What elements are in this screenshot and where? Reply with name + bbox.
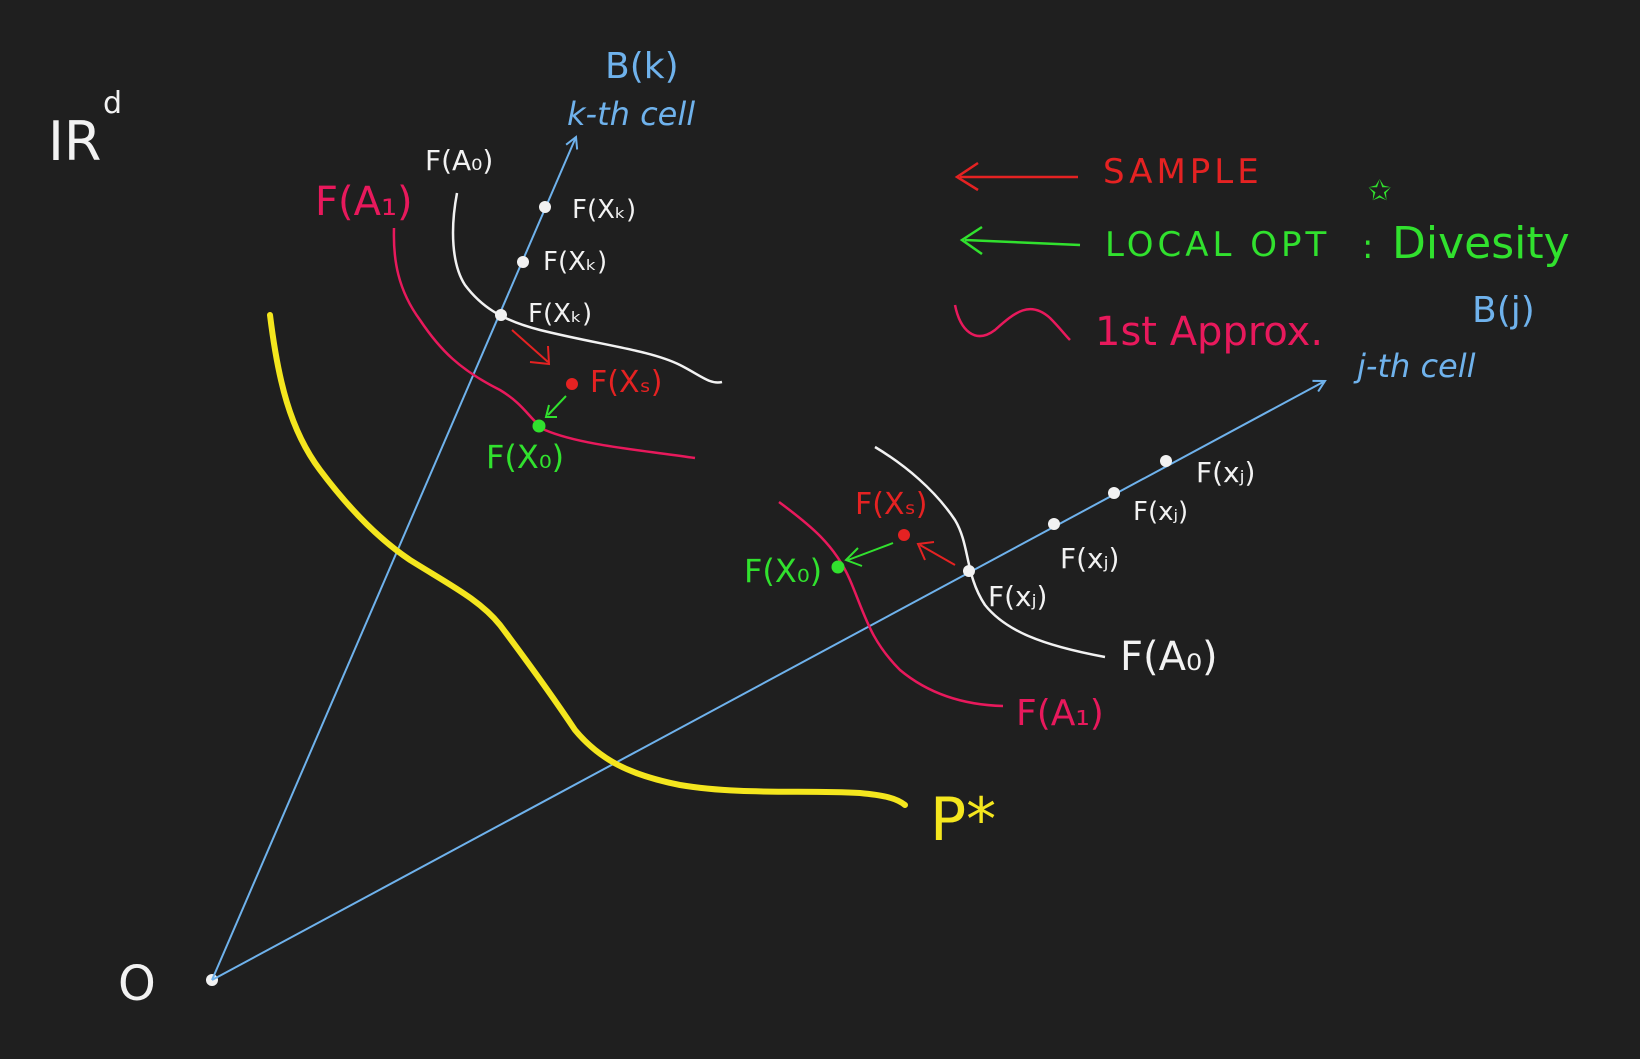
axis-j-direction — [211, 381, 1325, 981]
legend-sample-label: SAMPLE — [1103, 152, 1263, 192]
legend-local-opt-arrowhead — [959, 225, 983, 256]
cell-j-x0-label: F(X₀) — [744, 552, 822, 590]
cell-j-f-a1-curve — [778, 500, 1004, 708]
cell-k-sample-arrow — [511, 329, 551, 366]
cell-k-xs-label: F(Xₛ) — [590, 365, 662, 400]
space-label: IR — [48, 110, 101, 173]
cell-j-f-a1-label: F(A₁) — [1016, 693, 1104, 734]
legend-diversity-label: Divesity — [1392, 218, 1570, 269]
cell-j-xj-label-2: F(xⱼ) — [1133, 497, 1188, 527]
cell-k-f-a0-curve — [451, 192, 723, 384]
cell-k-f-a1-curve — [392, 227, 696, 460]
axis-k-direction — [211, 137, 576, 981]
cell-j-x0-point — [831, 560, 845, 574]
cell-j-f-a0-label: F(A₀) — [1120, 634, 1218, 680]
cell-j-f-a0-curve — [874, 445, 1106, 659]
cell-j-sample-arrow — [916, 541, 956, 566]
pareto-front-curve — [267, 312, 908, 808]
cell-k-xk-point-mid — [517, 256, 529, 268]
cell-j-xs-label: F(Xₛ) — [855, 487, 927, 522]
legend-local-opt-arrow — [964, 238, 1081, 247]
cell-j-xj-label-4: F(xⱼ) — [988, 580, 1047, 613]
pareto-label: P* — [930, 785, 996, 855]
cell-j-xs-point — [898, 529, 910, 541]
cell-j-xj-point-4 — [963, 565, 975, 577]
cell-j-title: B(j) — [1472, 290, 1535, 331]
cell-k-title: B(k) — [605, 46, 679, 87]
space-superscript: d — [103, 86, 122, 121]
cell-j-local-opt-arrow — [844, 542, 894, 567]
cell-j-subtitle: j-th cell — [1353, 347, 1476, 385]
cell-k-subtitle: k-th cell — [567, 95, 695, 133]
cell-j-xj-point-2 — [1108, 487, 1120, 499]
cell-k-f-a0-label: F(A₀) — [425, 144, 493, 177]
cell-j-xj-point-3 — [1048, 518, 1060, 530]
cell-k-xk-label-bottom: F(Xₖ) — [528, 299, 592, 329]
legend-approx-label: 1st Approx. — [1095, 309, 1323, 355]
cell-j-xj-point-1 — [1160, 455, 1172, 467]
cell-k-f-a1-label: F(A₁) — [315, 179, 413, 225]
cell-j-xj-label-3: F(xⱼ) — [1060, 542, 1119, 575]
legend-colon: : — [1362, 227, 1373, 267]
legend-sample-arrowhead — [954, 161, 979, 192]
cell-k-x0-point — [532, 419, 546, 433]
cell-k-xk-point-bottom — [495, 309, 507, 321]
cell-j-xj-label-1: F(xⱼ) — [1196, 456, 1255, 489]
cell-k-x0-label: F(X₀) — [486, 438, 564, 476]
cell-k-xs-point — [566, 378, 578, 390]
cell-k-xk-label-top: F(Xₖ) — [572, 195, 636, 225]
legend-star-icon: ✩ — [1368, 174, 1391, 207]
legend-approx-curve — [953, 304, 1071, 341]
cell-k-local-opt-arrow — [544, 395, 567, 418]
legend-local-opt-label: LOCAL OPT — [1105, 225, 1330, 265]
cell-k-xk-point-top — [539, 201, 551, 213]
origin-label: O — [118, 956, 156, 1012]
cell-k-xk-label-mid: F(Xₖ) — [543, 247, 607, 277]
